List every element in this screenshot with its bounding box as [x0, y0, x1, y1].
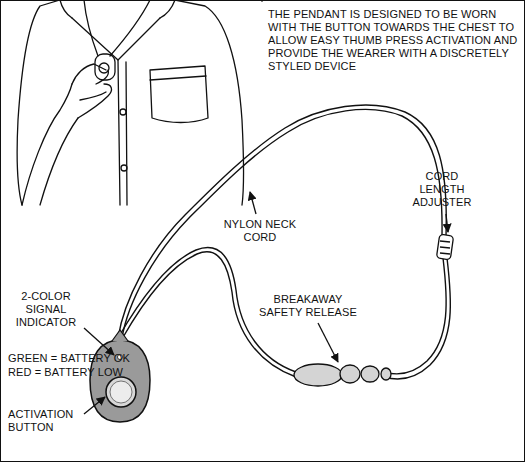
leader-arrows — [84, 192, 448, 414]
indicator-note: RED = BATTERY LOW — [8, 366, 128, 379]
nylon-neck-cord — [118, 105, 450, 379]
part-label: NYLON NECK CORD — [222, 218, 298, 244]
part-label: ACTIVATION BUTTON — [8, 408, 88, 434]
part-label: CORD LENGTH ADJUSTER — [404, 170, 480, 209]
part-label: BREAKAWAY SAFETY RELEASE — [252, 293, 364, 319]
activation-button — [106, 377, 136, 407]
part-label: 2-COLOR SIGNAL INDICATOR — [8, 290, 84, 329]
breakaway-release — [294, 364, 391, 386]
wearer-figure — [17, 0, 243, 205]
indicator-note: GREEN = BATTERY OK — [8, 352, 128, 365]
design-note: THE PENDANT IS DESIGNED TO BE WORN WITH … — [268, 8, 518, 73]
cord-length-adjuster — [436, 234, 453, 260]
